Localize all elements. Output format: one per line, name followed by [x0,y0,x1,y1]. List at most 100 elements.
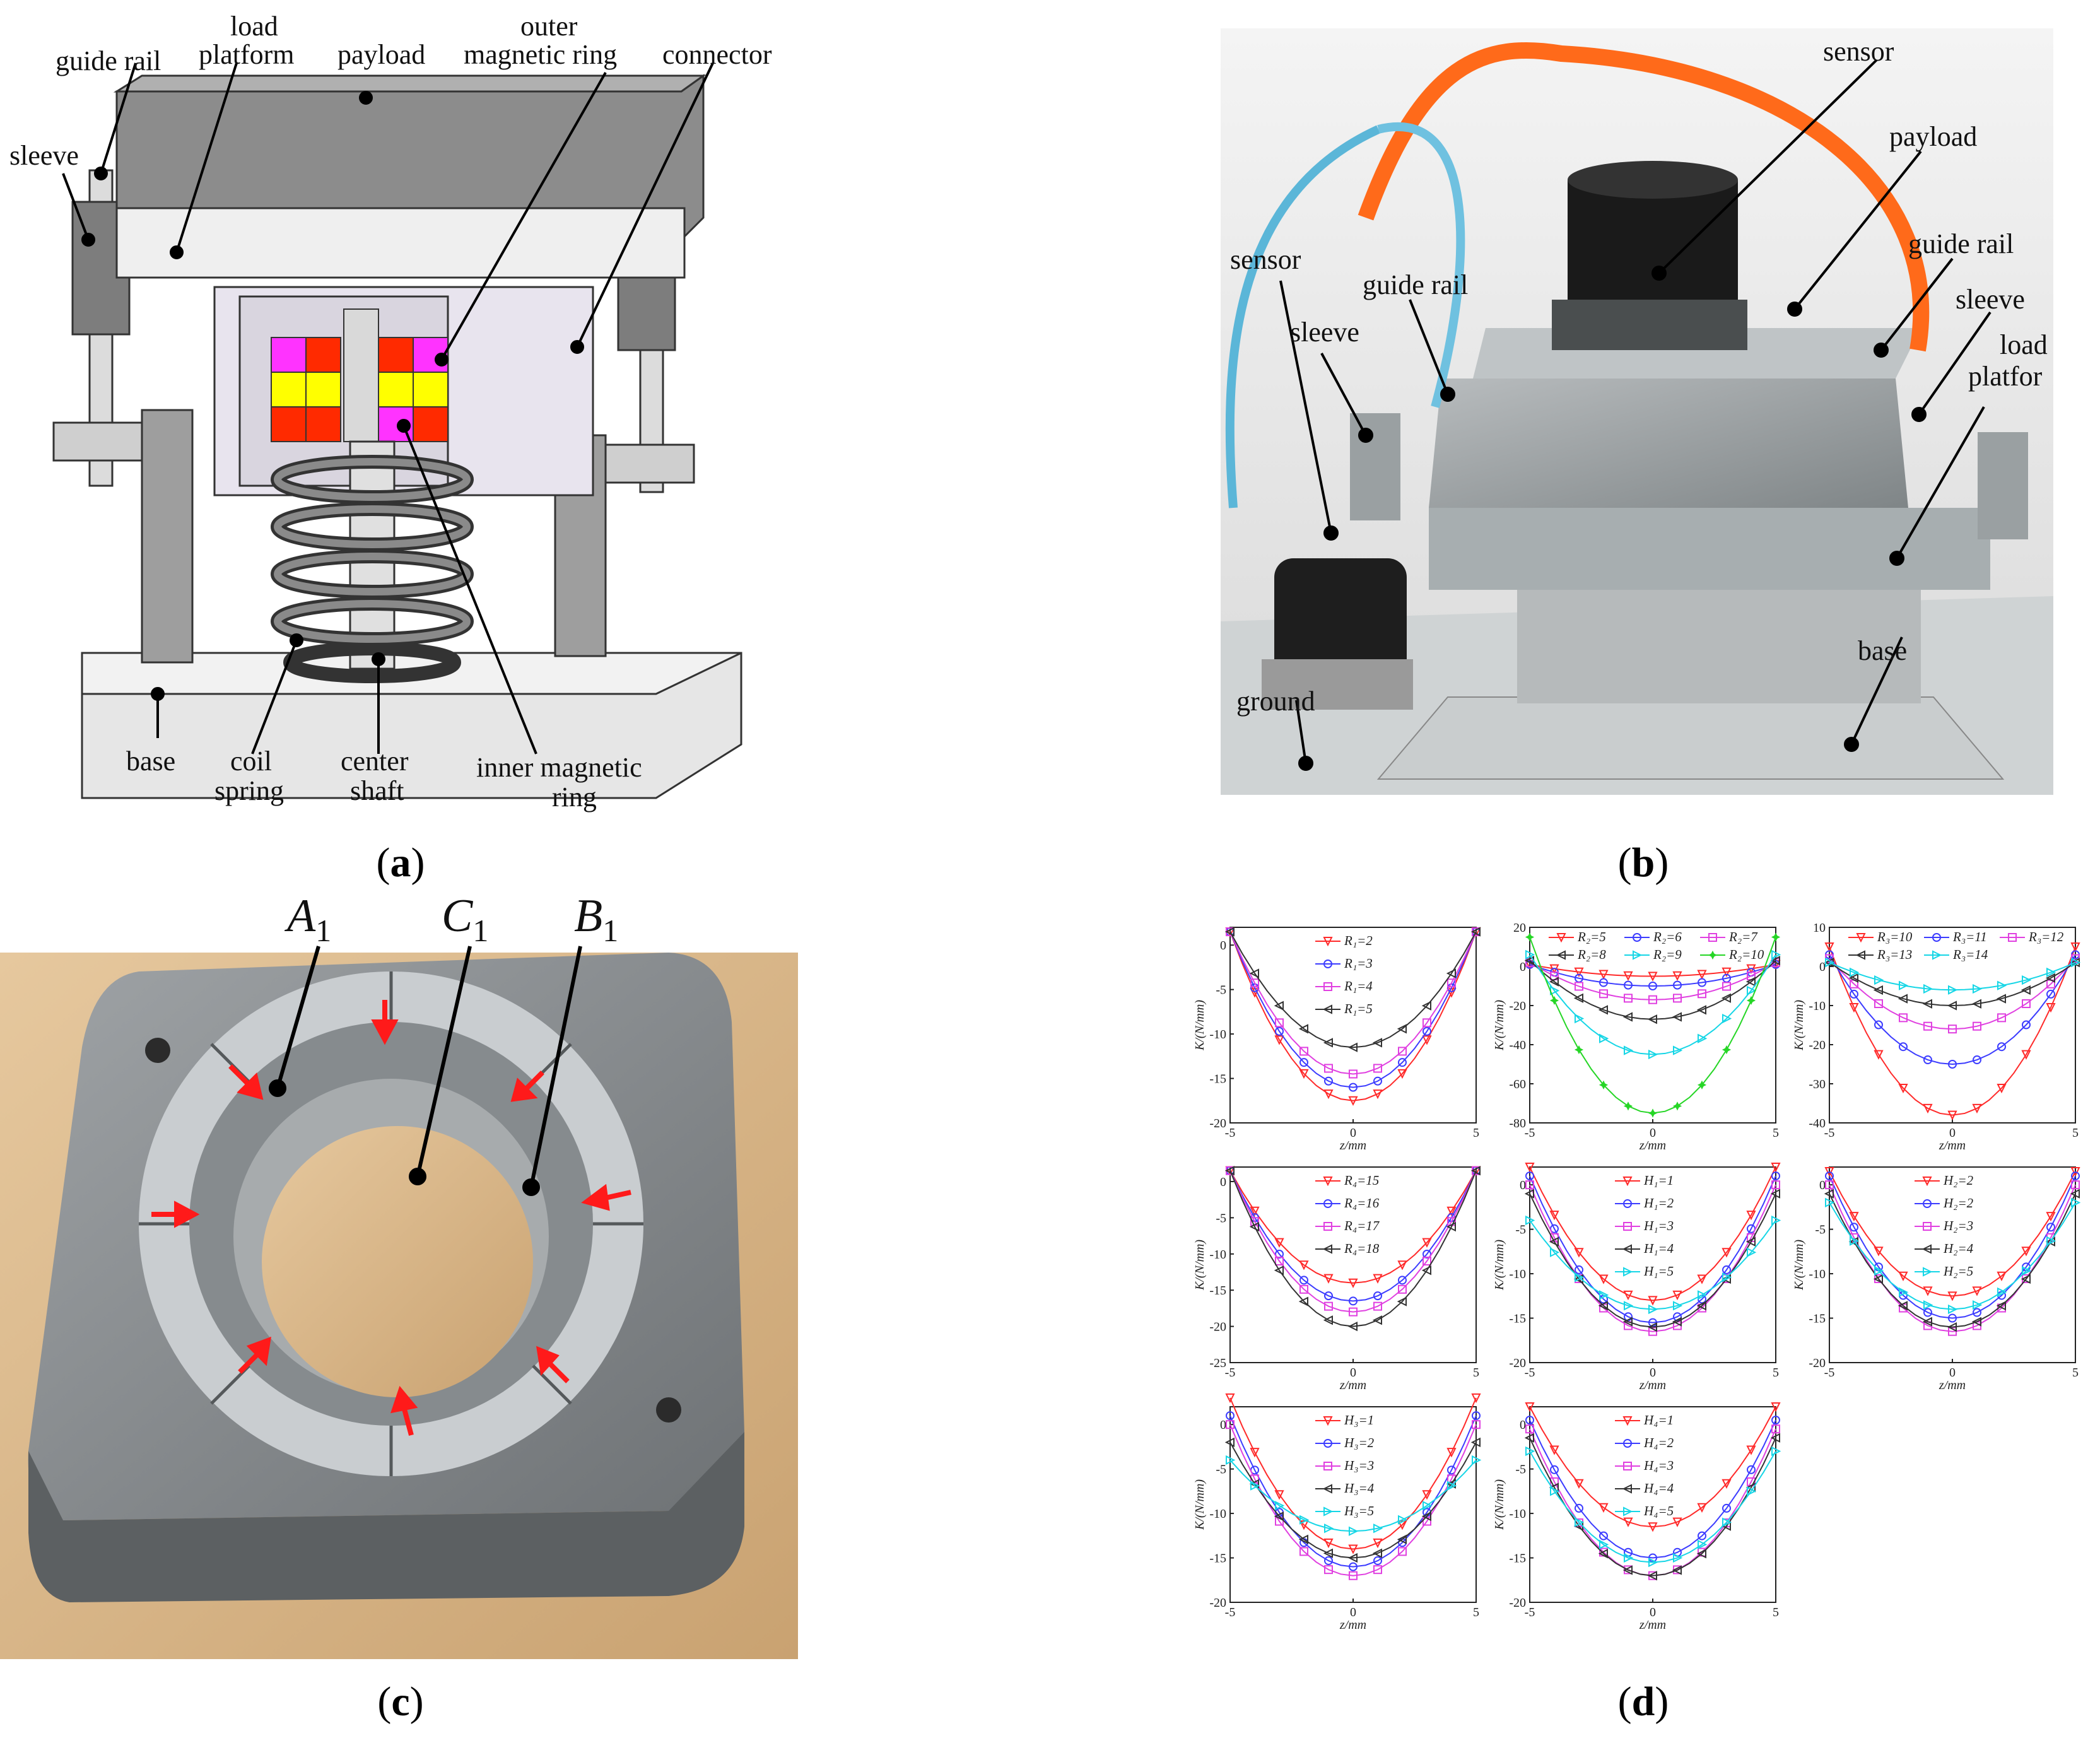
label-guide-rail: guide rail [56,45,161,76]
data-point [1746,1445,1756,1455]
data-point [1898,1083,1908,1094]
data-point [2071,1197,2081,1207]
data-point [1647,1571,1657,1581]
data-point [1698,1539,1708,1550]
data-point [1923,1021,1932,1031]
data-point [1672,1517,1682,1527]
data-point [1673,994,1682,1003]
data-point [1973,1300,1983,1310]
data-point [2021,985,2031,995]
y-tick-label: -15 [1809,1312,1826,1326]
data-point [1275,1026,1284,1036]
y-tick-label: -20 [1209,1320,1226,1334]
data-point [1697,1503,1707,1513]
data-point [1373,1538,1383,1549]
data-point [1898,1271,1908,1281]
data-point [1349,1296,1358,1306]
y-tick-label: 0 [1819,960,1826,974]
data-point [1398,1547,1407,1556]
legend-marker [1622,1177,1633,1187]
data-point [1274,1001,1284,1011]
y-tick-label: -10 [1209,1028,1226,1042]
data-point [1550,1247,1560,1257]
x-tick-label: -5 [1525,1605,1535,1619]
data-point [1372,1548,1382,1558]
legend-marker [1623,1199,1632,1208]
data-point [1525,949,1535,960]
data-point [1947,1322,1957,1332]
data-point [1996,1301,2006,1311]
data-point [1422,1018,1431,1028]
x-tick-label: -5 [1525,1366,1535,1380]
data-point [1422,1026,1431,1036]
data-point [1698,978,1706,987]
legend-marker [1708,950,1718,960]
legend-label: R₂=5 [1577,929,1606,944]
y-tick-label: -20 [1809,1356,1826,1370]
data-point [1722,1479,1732,1489]
data-point [1899,980,1909,990]
data-point [1947,1110,1957,1120]
data-point [1598,1005,1608,1015]
data-point [1648,1108,1658,1118]
data-point [1771,1416,1780,1425]
data-point [1971,999,1981,1009]
data-point [1549,1445,1559,1455]
data-point [2022,999,2031,1009]
series-line [1529,1450,1776,1563]
data-point [1923,1308,1932,1317]
data-point [2046,1212,2056,1222]
label-b1: B1 [574,890,619,948]
data-point [1373,1089,1383,1100]
label-load-platform-line1: load [230,11,278,42]
data-point [1848,1236,1858,1247]
data-point [1422,1238,1432,1248]
label-ground: ground [1236,686,1315,717]
data-point [1598,1503,1609,1513]
legend-marker [1708,933,1717,942]
legend-label: H₄=5 [1643,1503,1674,1518]
data-point [1922,999,1932,1009]
x-tick-label: 5 [1473,1366,1479,1380]
label-connector: connector [662,39,772,70]
legend-marker [1556,933,1566,943]
data-point [1648,1522,1658,1532]
data-point [1696,1301,1706,1311]
y-tick-label: -10 [1209,1507,1226,1521]
data-point [2071,1180,2080,1190]
legend-marker [1622,1416,1633,1426]
data-point [1574,1479,1584,1489]
data-point [1349,1307,1358,1317]
data-point [1471,1393,1481,1404]
data-point [1348,1544,1358,1554]
legend-label: H₁=2 [1643,1195,1674,1211]
data-point [1973,1308,1981,1317]
legend-label: R₄=16 [1344,1195,1380,1211]
data-point [1224,1166,1235,1176]
data-point [1623,1517,1633,1527]
legend-label: H₁=1 [1643,1173,1674,1188]
data-point [1470,1166,1481,1176]
data-point [1275,1501,1285,1511]
data-point [1771,1402,1781,1412]
x-tick-label: 5 [1773,1126,1779,1140]
series-line [1529,960,1776,1020]
data-point [1525,1180,1534,1190]
legend-label: H₄=4 [1643,1481,1674,1496]
legend-label: H₂=2 [1943,1173,1974,1188]
legend-marker [1923,1199,1932,1208]
data-point [1550,1486,1560,1496]
data-point [1972,1103,1982,1114]
series-line [1529,1437,1776,1576]
legend-marker [1623,1222,1632,1231]
data-point [1824,1188,1834,1199]
data-point [1623,1101,1633,1111]
caption-c: (c) [377,1679,424,1725]
data-point [1598,970,1609,980]
x-axis-label: z/mm [1939,1378,1966,1392]
data-point [1575,1272,1585,1282]
data-point [1421,1511,1431,1522]
